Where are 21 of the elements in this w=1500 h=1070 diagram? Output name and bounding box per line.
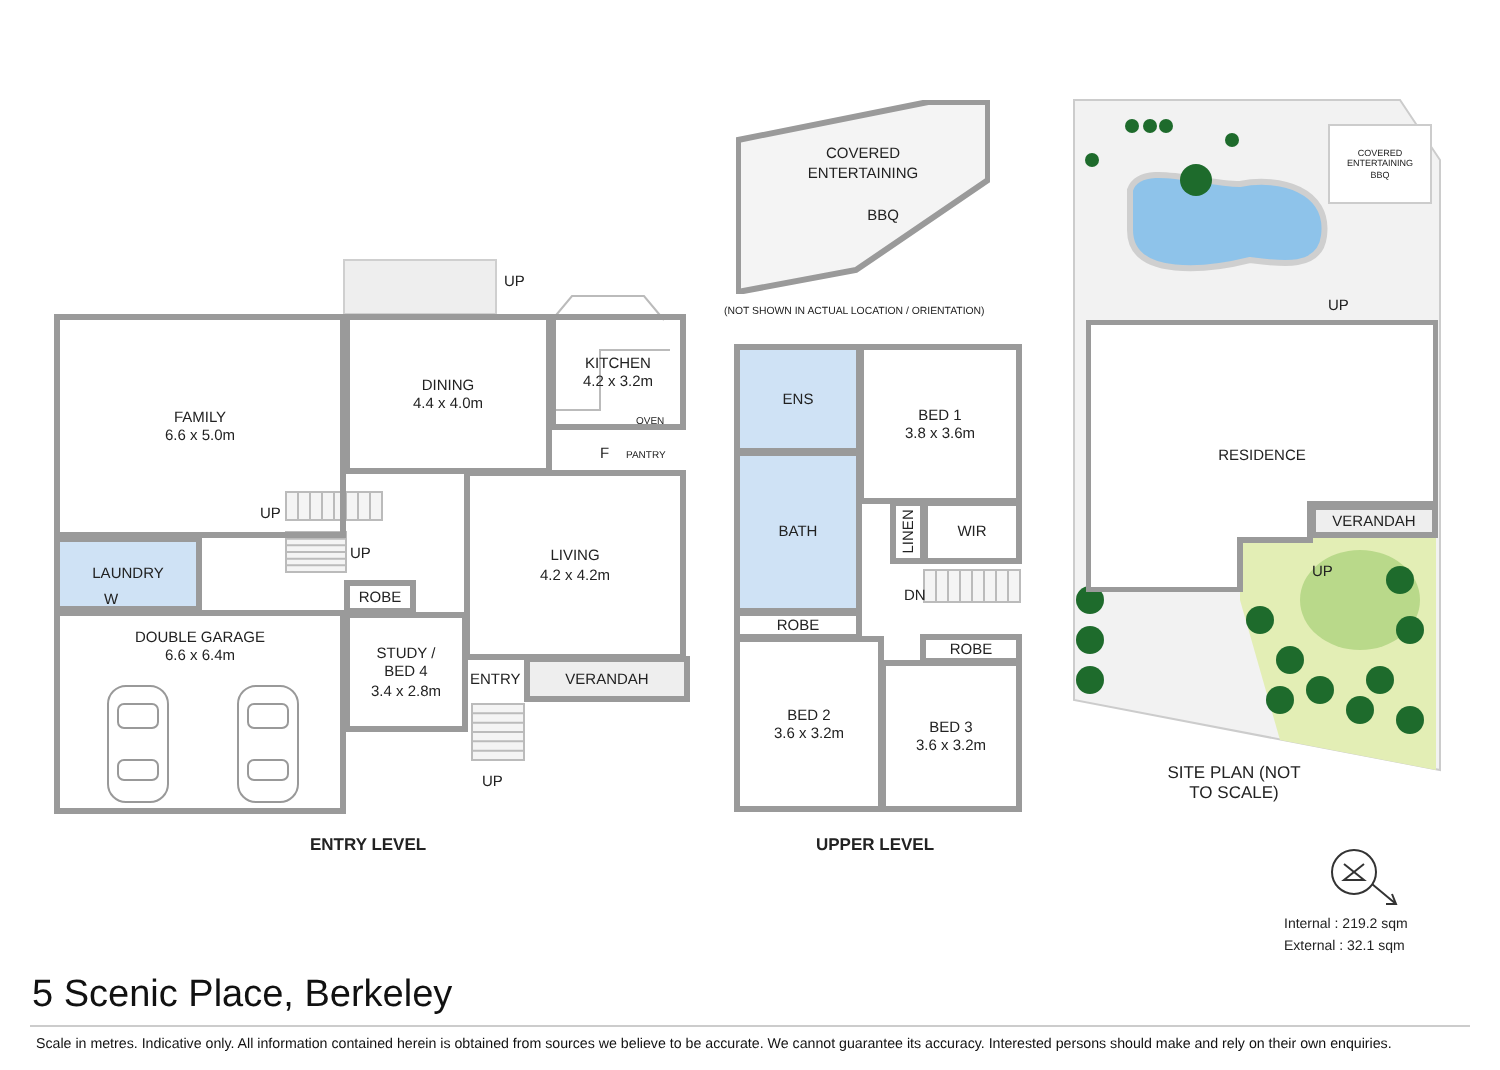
room-outline	[1328, 124, 1432, 204]
room-outline	[550, 314, 686, 430]
room-outline	[880, 660, 1022, 812]
plan-title: SITE PLAN (NOT TO SCALE)	[1165, 762, 1303, 802]
address-title: 5 Scenic Place, Berkeley	[32, 974, 453, 1018]
room-outline	[344, 612, 468, 732]
room-outline	[524, 656, 690, 702]
room-outline	[734, 344, 862, 454]
room-outline	[922, 500, 1022, 564]
level-title: ENTRY LEVEL	[310, 834, 427, 854]
level-title: UPPER LEVEL	[816, 834, 935, 854]
room-outline	[734, 636, 884, 812]
room-outline	[54, 610, 346, 814]
room-outline	[344, 314, 552, 474]
room-outline	[1310, 504, 1438, 538]
room-outline	[344, 580, 416, 614]
room-outline	[734, 450, 862, 614]
room-outline	[890, 500, 926, 564]
room-outline	[54, 536, 202, 612]
room-outline	[920, 634, 1022, 664]
room-outline	[734, 610, 862, 640]
